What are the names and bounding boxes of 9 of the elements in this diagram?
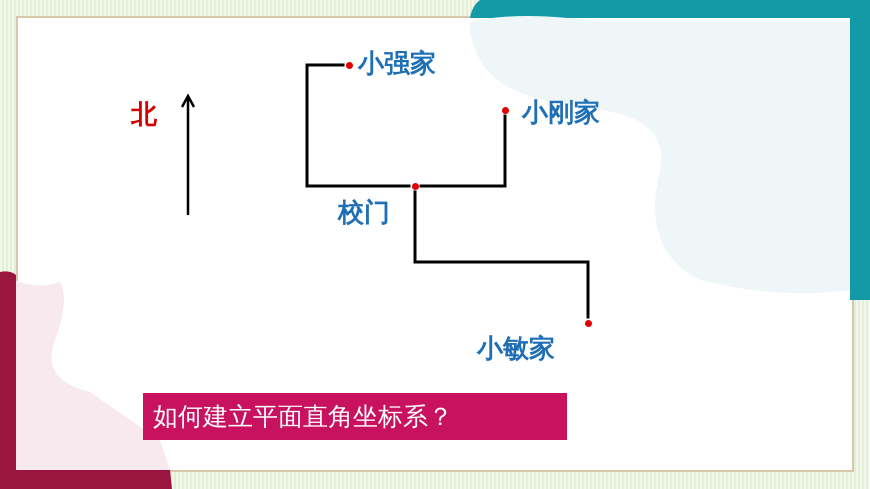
- route-line: [420, 114, 506, 188]
- route-line: [306, 64, 410, 188]
- north-label: 北: [131, 100, 157, 132]
- route-line: [414, 190, 590, 318]
- place-label: 小刚家: [522, 98, 600, 130]
- place-label: 小强家: [358, 49, 436, 80]
- place-label: 小敏家: [477, 334, 555, 366]
- place-label: 校门: [338, 198, 390, 230]
- question-banner: 如何建立平面直角坐标系？: [143, 393, 567, 440]
